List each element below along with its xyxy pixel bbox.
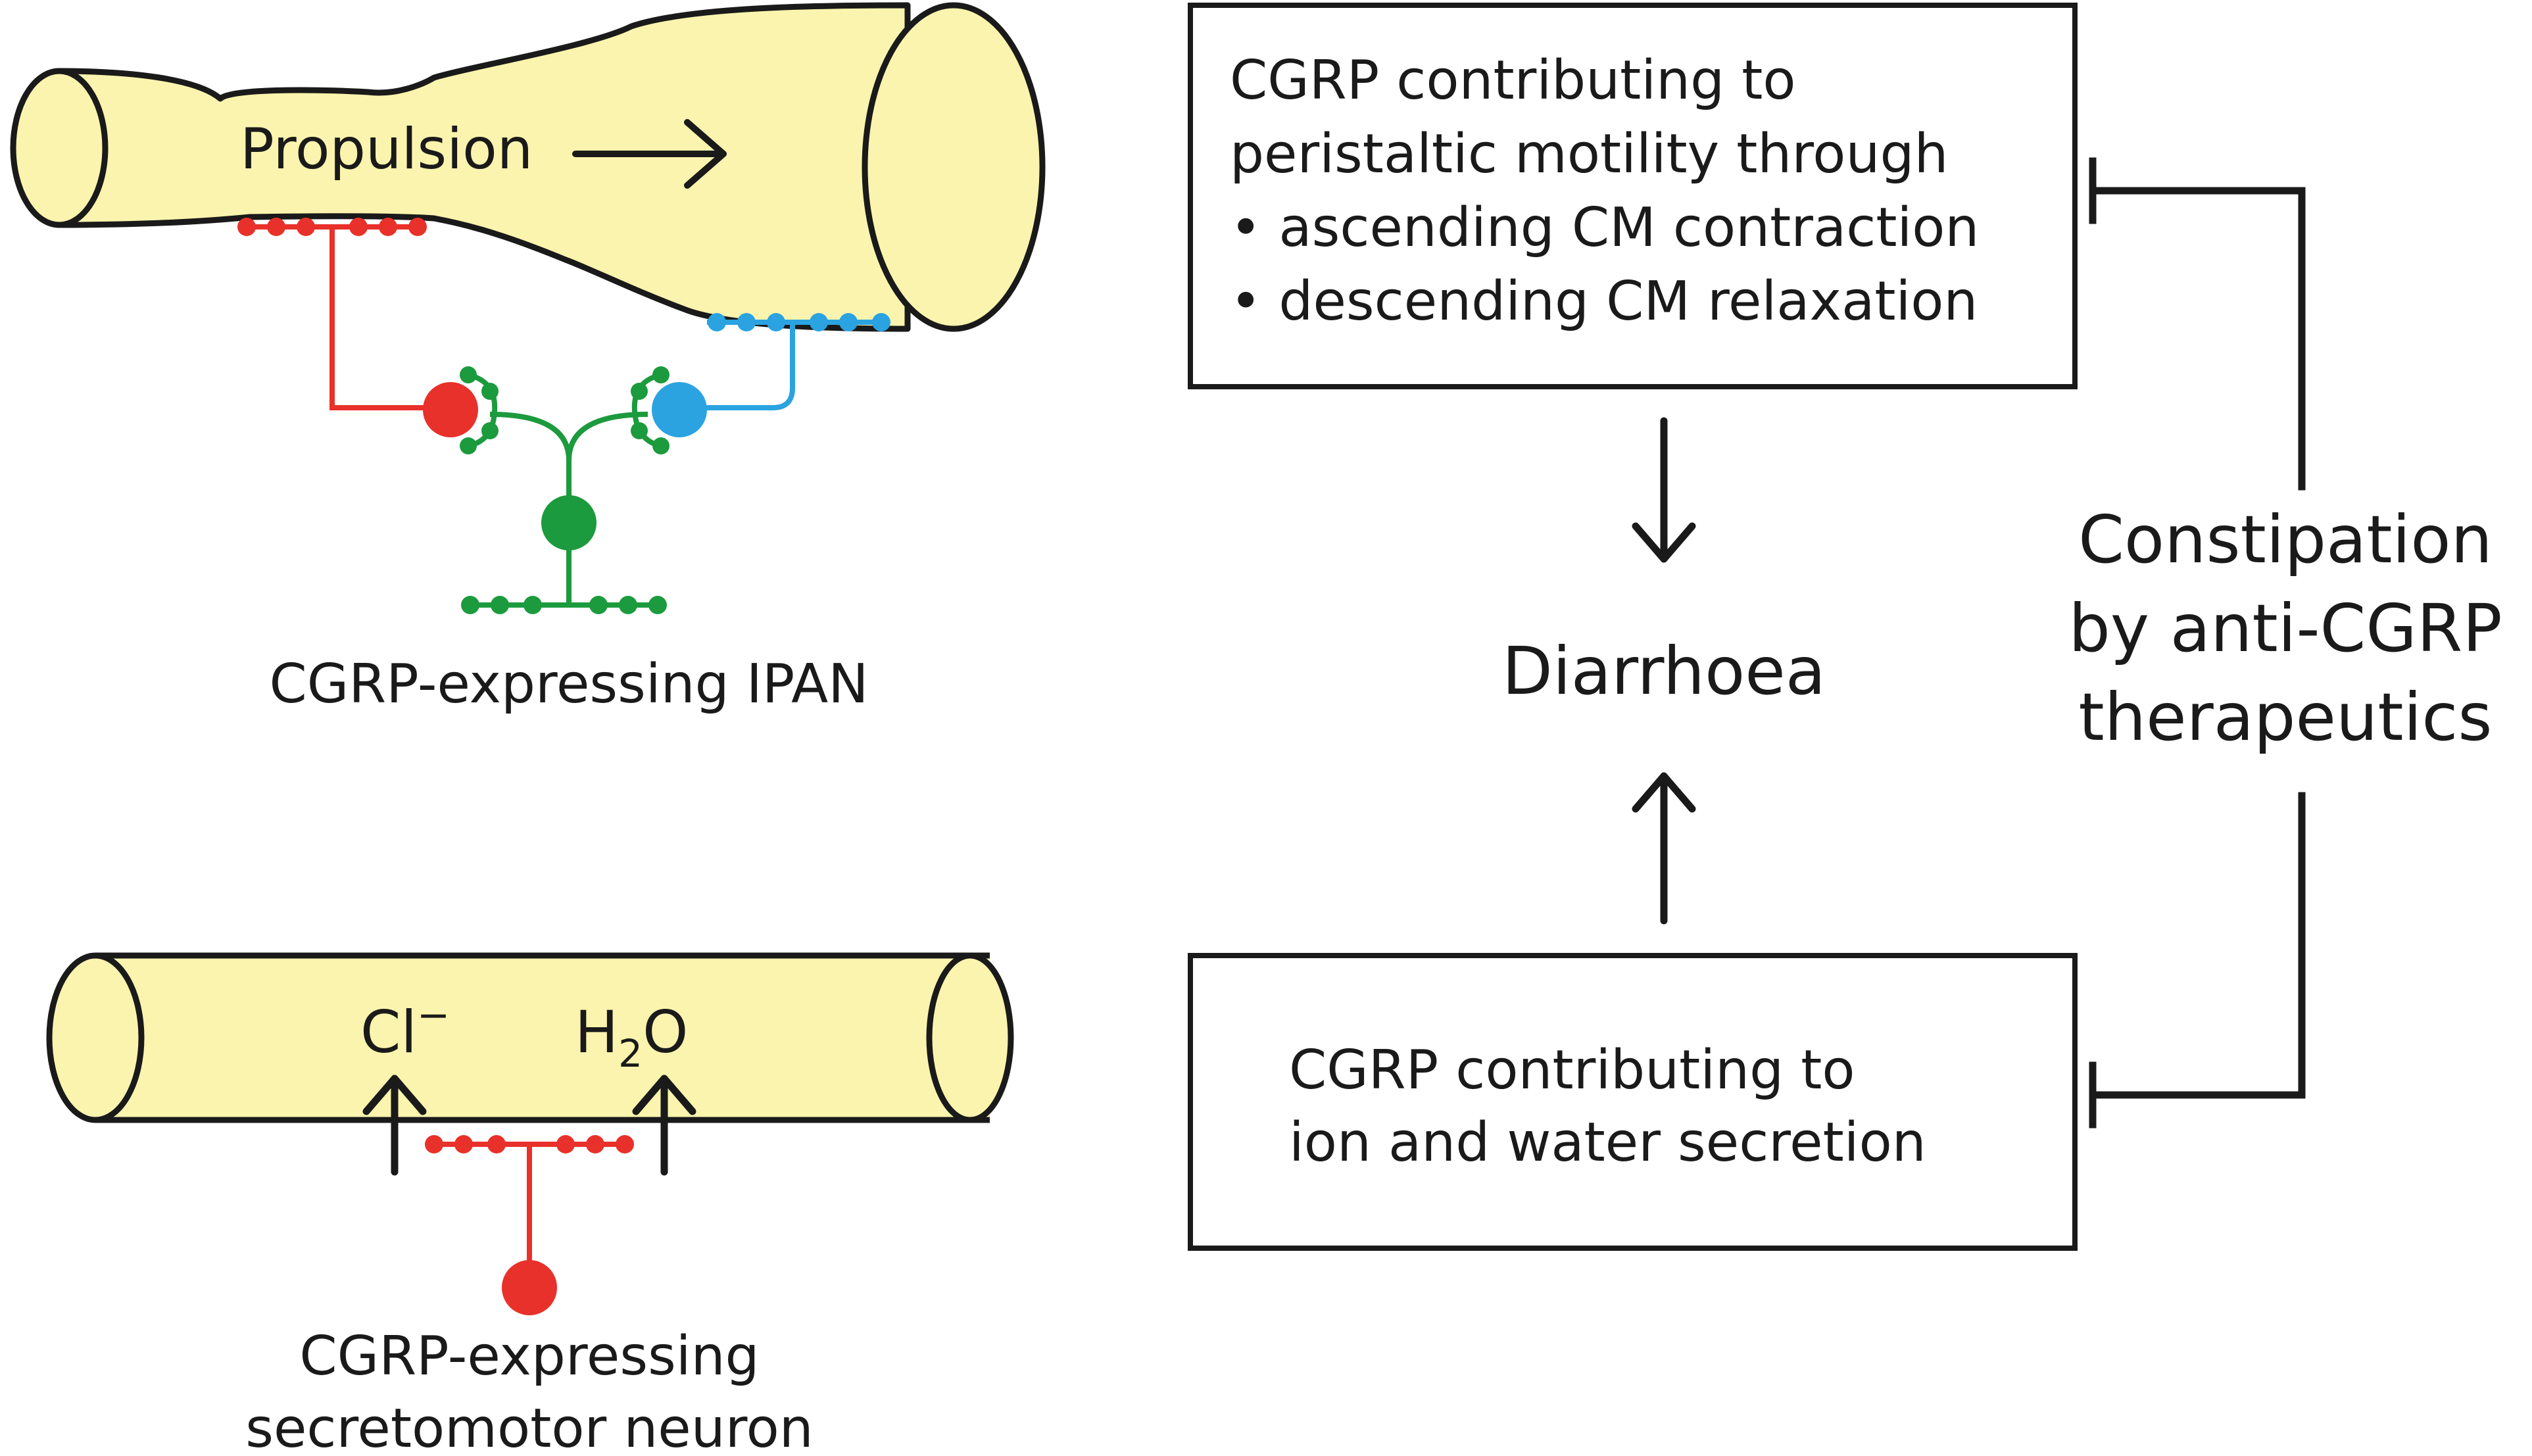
secretomotor-caption-line2: secretomotor neuron	[245, 1397, 814, 1456]
peristaltic-gut-tube	[10, 2, 1046, 332]
secretomotor-neuron	[425, 1135, 634, 1315]
motility-box-bullet2: • descending CM relaxation	[1230, 270, 1978, 333]
secretomotor-caption-line1: CGRP-expressing	[299, 1325, 759, 1388]
propulsion-arrow	[572, 119, 727, 189]
secretion-box-line2: ion and water secretion	[1289, 1111, 1926, 1174]
gut-tube-left-end	[10, 68, 109, 228]
motility-box-line1: CGRP contributing to	[1230, 49, 1796, 112]
ipan-caption: CGRP-expressing IPAN	[269, 653, 868, 716]
secretion-box-line1: CGRP contributing to	[1289, 1039, 1855, 1102]
secretion-tube-right-end	[926, 952, 1014, 1123]
red-neuron	[237, 218, 478, 437]
secretion-gut-tube	[46, 952, 1014, 1123]
secretion-arrows	[362, 1075, 696, 1176]
inhibition-bracket	[2089, 157, 2306, 1128]
chloride-label: Cl−	[360, 992, 450, 1066]
motility-box-line2: peristaltic motility through	[1230, 123, 1948, 185]
propulsion-label: Propulsion	[240, 116, 533, 182]
constipation-label-line3: therapeutics	[2079, 679, 2493, 756]
ipan-circuit	[237, 218, 890, 614]
diarrhoea-label: Diarrhoea	[1502, 633, 1826, 710]
secretion-box	[1188, 953, 2078, 1251]
green-ipan-neuron	[460, 366, 670, 614]
secretion-tube-left-end	[46, 952, 145, 1123]
motility-box	[1188, 3, 2078, 389]
gut-tube-right-end	[862, 2, 1046, 332]
down-arrow	[1632, 417, 1696, 563]
blue-neuron	[652, 313, 890, 437]
up-arrow	[1632, 772, 1696, 925]
constipation-label-line2: by anti-CGRP	[2068, 590, 2502, 667]
constipation-label-line1: Constipation	[2078, 501, 2493, 578]
water-label: H2O	[575, 998, 688, 1076]
motility-box-bullet1: • ascending CM contraction	[1230, 197, 1979, 259]
gut-tube-body	[56, 2, 911, 332]
